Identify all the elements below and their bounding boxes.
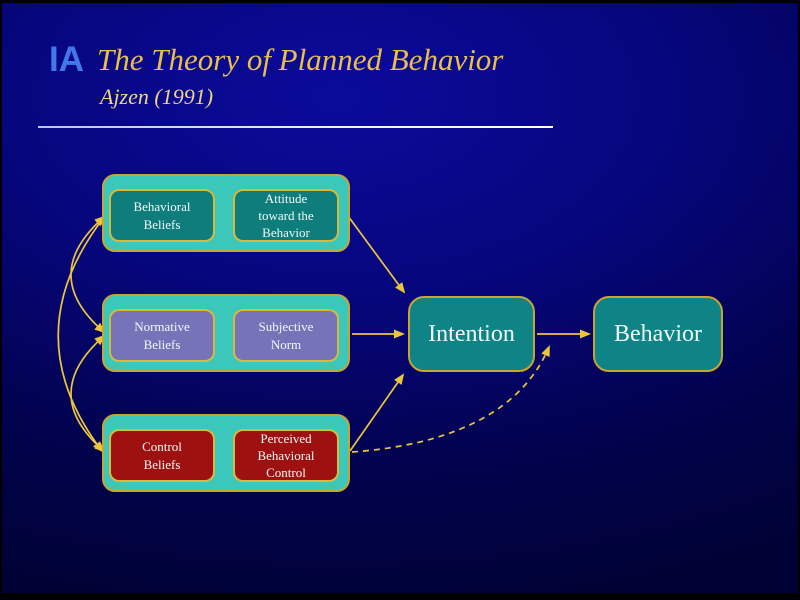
slide-title: The Theory of Planned Behavior xyxy=(97,42,504,77)
title-divider xyxy=(38,126,553,128)
box-normative-beliefs: Normative Beliefs xyxy=(109,309,215,362)
correlation-arrow-behavioral-normative xyxy=(70,215,106,334)
box-control-beliefs: Control Beliefs xyxy=(109,429,215,482)
arrow-attitude-to-intention xyxy=(347,215,406,294)
belief-group-behavioral: Behavioral Beliefs Attitude toward the B… xyxy=(102,174,350,252)
belief-group-normative: Normative Beliefs Subjective Norm xyxy=(102,294,350,372)
correlation-arrow-behavioral-control xyxy=(57,214,107,453)
brand-logo: IA xyxy=(49,40,84,79)
node-intention: Intention xyxy=(408,296,535,372)
belief-group-control: Control Beliefs Perceived Behavioral Con… xyxy=(102,414,350,492)
arrow-perceived-to-behavior-dashed xyxy=(351,345,550,453)
box-subjective-norm: Subjective Norm xyxy=(233,309,339,362)
box-attitude-toward-behavior: Attitude toward the Behavior xyxy=(233,189,339,242)
node-behavior: Behavior xyxy=(593,296,723,372)
box-behavioral-beliefs: Behavioral Beliefs xyxy=(109,189,215,242)
slide-subtitle: Ajzen (1991) xyxy=(100,84,214,109)
arrow-perceived-to-intention xyxy=(349,373,405,452)
box-perceived-behavioral-control: Perceived Behavioral Control xyxy=(233,429,339,482)
correlation-arrow-normative-control xyxy=(70,334,106,453)
